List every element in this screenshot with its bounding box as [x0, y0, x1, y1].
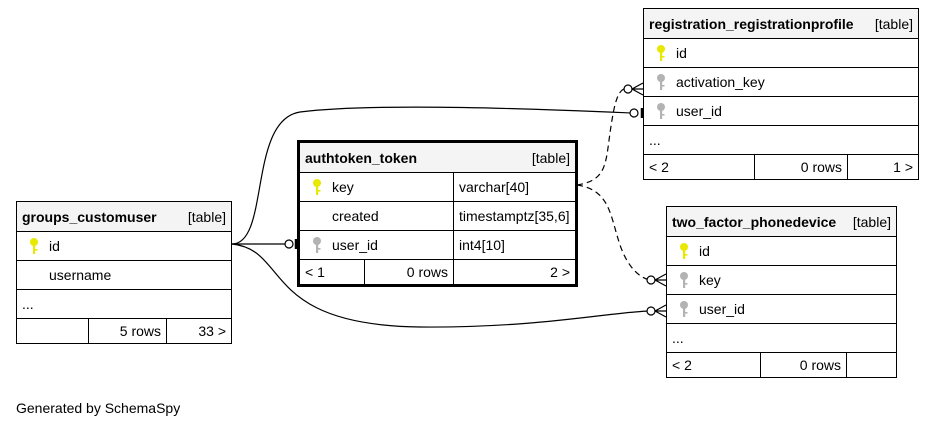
table-header[interactable]: two_factor_phonedevice [table]: [667, 207, 896, 237]
column-name: user_id: [676, 103, 722, 119]
children-count[interactable]: [847, 353, 896, 377]
column-name: user_id: [699, 301, 745, 317]
table-header[interactable]: registration_registrationprofile [table]: [644, 9, 918, 39]
children-count[interactable]: 2 >: [550, 264, 570, 280]
column-type: int4[10]: [459, 237, 505, 253]
table-name: registration_registrationprofile: [649, 15, 854, 32]
column-row[interactable]: id: [17, 232, 231, 261]
foreign-key-icon: [308, 236, 326, 254]
column-row[interactable]: user_id: [644, 97, 918, 126]
column-name: activation_key: [676, 74, 765, 90]
table-footer: < 2 0 rows: [667, 353, 896, 377]
table-name: groups_customuser: [22, 208, 157, 225]
table-tag: [table]: [874, 15, 913, 32]
foreign-key-icon: [675, 300, 693, 318]
column-name: created: [332, 208, 379, 224]
children-count[interactable]: 1 >: [893, 159, 913, 175]
column-name: key: [332, 179, 354, 195]
foreign-key-icon: [652, 73, 670, 91]
edge-marker-circle: [646, 275, 656, 285]
more-columns: ...: [22, 296, 34, 312]
edge-authtoken-registration: [576, 87, 627, 186]
column-name: id: [49, 238, 60, 254]
edge-marker-circle: [623, 84, 633, 94]
edge-marker-crowfoot: [654, 273, 667, 287]
column-name: key: [699, 272, 721, 288]
more-columns-row[interactable]: ...: [17, 290, 231, 319]
table-authtoken-token[interactable]: authtoken_token [table] key varchar[40] …: [297, 140, 578, 287]
row-count: 0 rows: [365, 260, 454, 284]
table-footer: < 1 0 rows 2 >: [300, 260, 575, 284]
primary-key-icon: [652, 44, 670, 62]
primary-key-icon: [675, 242, 693, 260]
edge-authtoken-phonedevice: [576, 184, 651, 281]
column-row[interactable]: id: [667, 237, 896, 266]
row-count: 0 rows: [755, 155, 848, 179]
table-tag: [table]: [531, 149, 570, 166]
table-name: two_factor_phonedevice: [672, 213, 837, 230]
foreign-key-icon: [652, 102, 670, 120]
column-name: username: [49, 267, 112, 283]
table-footer: 5 rows 33 >: [17, 319, 231, 343]
edge-marker-crowfoot: [631, 82, 644, 96]
column-row[interactable]: user_id: [667, 295, 896, 324]
column-name: id: [676, 45, 687, 61]
column-row[interactable]: username: [17, 261, 231, 290]
column-row[interactable]: key: [667, 266, 896, 295]
table-footer: < 2 0 rows 1 >: [644, 155, 918, 179]
edge-marker-circle: [629, 108, 639, 118]
table-tag: [table]: [852, 213, 891, 230]
table-registration-registrationprofile[interactable]: registration_registrationprofile [table]…: [643, 8, 919, 180]
more-columns: ...: [649, 132, 661, 148]
edge-customuser-phonedevice: [231, 243, 651, 328]
primary-key-icon: [25, 237, 43, 255]
column-row[interactable]: created timestamptz[35,6]: [300, 202, 575, 231]
column-type: timestamptz[35,6]: [459, 208, 570, 224]
edge-marker-circle: [646, 306, 656, 316]
parents-count[interactable]: < 2: [667, 353, 761, 377]
row-count: 5 rows: [89, 319, 167, 343]
more-columns-row[interactable]: ...: [667, 324, 896, 353]
column-name: user_id: [332, 237, 378, 253]
table-groups-customuser[interactable]: groups_customuser [table] id username ..…: [16, 201, 232, 344]
row-count: 0 rows: [761, 353, 847, 377]
column-name: id: [699, 243, 710, 259]
primary-key-icon: [308, 178, 326, 196]
table-header[interactable]: authtoken_token [table]: [300, 143, 575, 173]
table-name: authtoken_token: [305, 149, 418, 166]
table-two-factor-phonedevice[interactable]: two_factor_phonedevice [table] id key us…: [666, 206, 897, 378]
column-row[interactable]: id: [644, 39, 918, 68]
parents-count[interactable]: [17, 319, 89, 343]
parents-count[interactable]: < 2: [644, 155, 755, 179]
column-row[interactable]: activation_key: [644, 68, 918, 97]
edge-marker-crowfoot: [654, 304, 667, 318]
edge-marker-circle: [284, 239, 294, 249]
table-tag: [table]: [187, 208, 226, 225]
generated-by-credit: Generated by SchemaSpy: [16, 400, 181, 416]
column-row[interactable]: user_id int4[10]: [300, 231, 575, 260]
parents-count[interactable]: < 1: [300, 260, 365, 284]
column-row[interactable]: key varchar[40]: [300, 173, 575, 202]
foreign-key-icon: [675, 271, 693, 289]
table-header[interactable]: groups_customuser [table]: [17, 202, 231, 232]
more-columns-row[interactable]: ...: [644, 126, 918, 155]
children-count[interactable]: 33 >: [198, 323, 226, 339]
more-columns: ...: [672, 330, 684, 346]
column-type: varchar[40]: [459, 179, 530, 195]
edge-customuser-registration: [231, 106, 633, 245]
